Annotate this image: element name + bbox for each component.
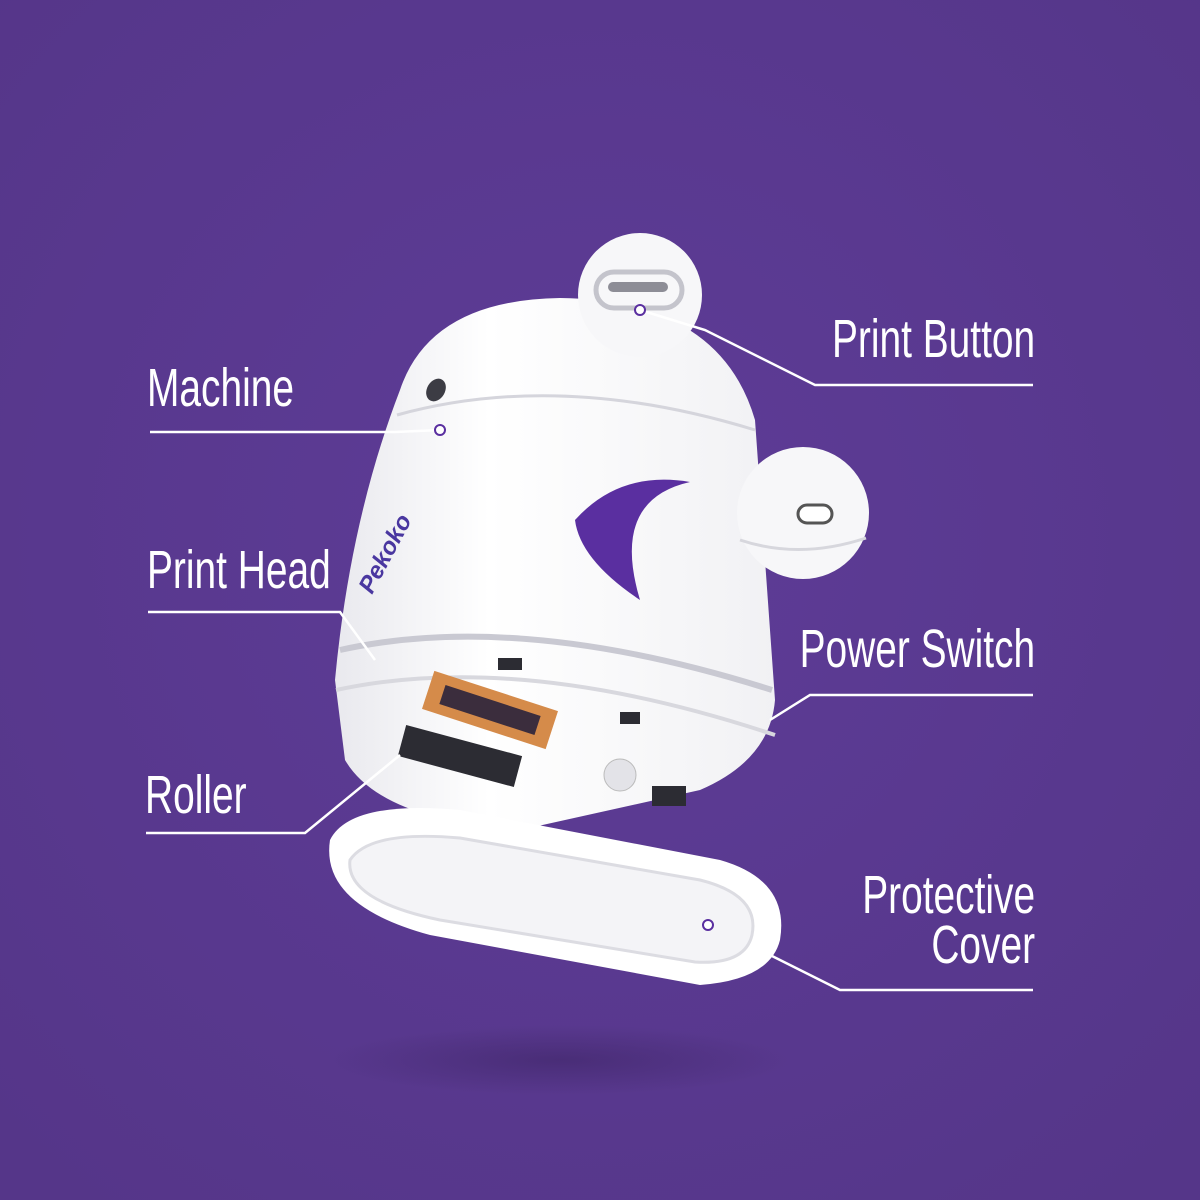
label-roller: Roller — [145, 765, 247, 825]
power-switch-leader — [769, 693, 1033, 722]
power-switch-part — [603, 758, 637, 792]
leader-lines — [146, 308, 1033, 992]
protective-cover-part — [329, 808, 782, 985]
label-power-switch: Power Switch — [799, 619, 1035, 679]
print-button-zoom — [578, 233, 702, 357]
label-protective-cover-line2: Cover — [931, 915, 1035, 975]
label-machine: Machine — [147, 358, 294, 418]
print-button-leader — [639, 308, 1033, 387]
shadow — [330, 1025, 790, 1095]
protective-cover-leader — [769, 953, 1033, 992]
swoosh-logo — [575, 479, 690, 600]
label-protective-cover-line1: Protective — [862, 865, 1035, 925]
indicator-slot — [426, 378, 446, 402]
label-print-head: Print Head — [147, 540, 331, 600]
label-print-button: Print Button — [831, 309, 1035, 369]
print-head-leader — [148, 610, 377, 661]
roller-leader — [146, 754, 401, 835]
machine-leader — [150, 428, 441, 434]
roller-part — [397, 725, 523, 787]
power-switch-zoom — [737, 447, 869, 579]
